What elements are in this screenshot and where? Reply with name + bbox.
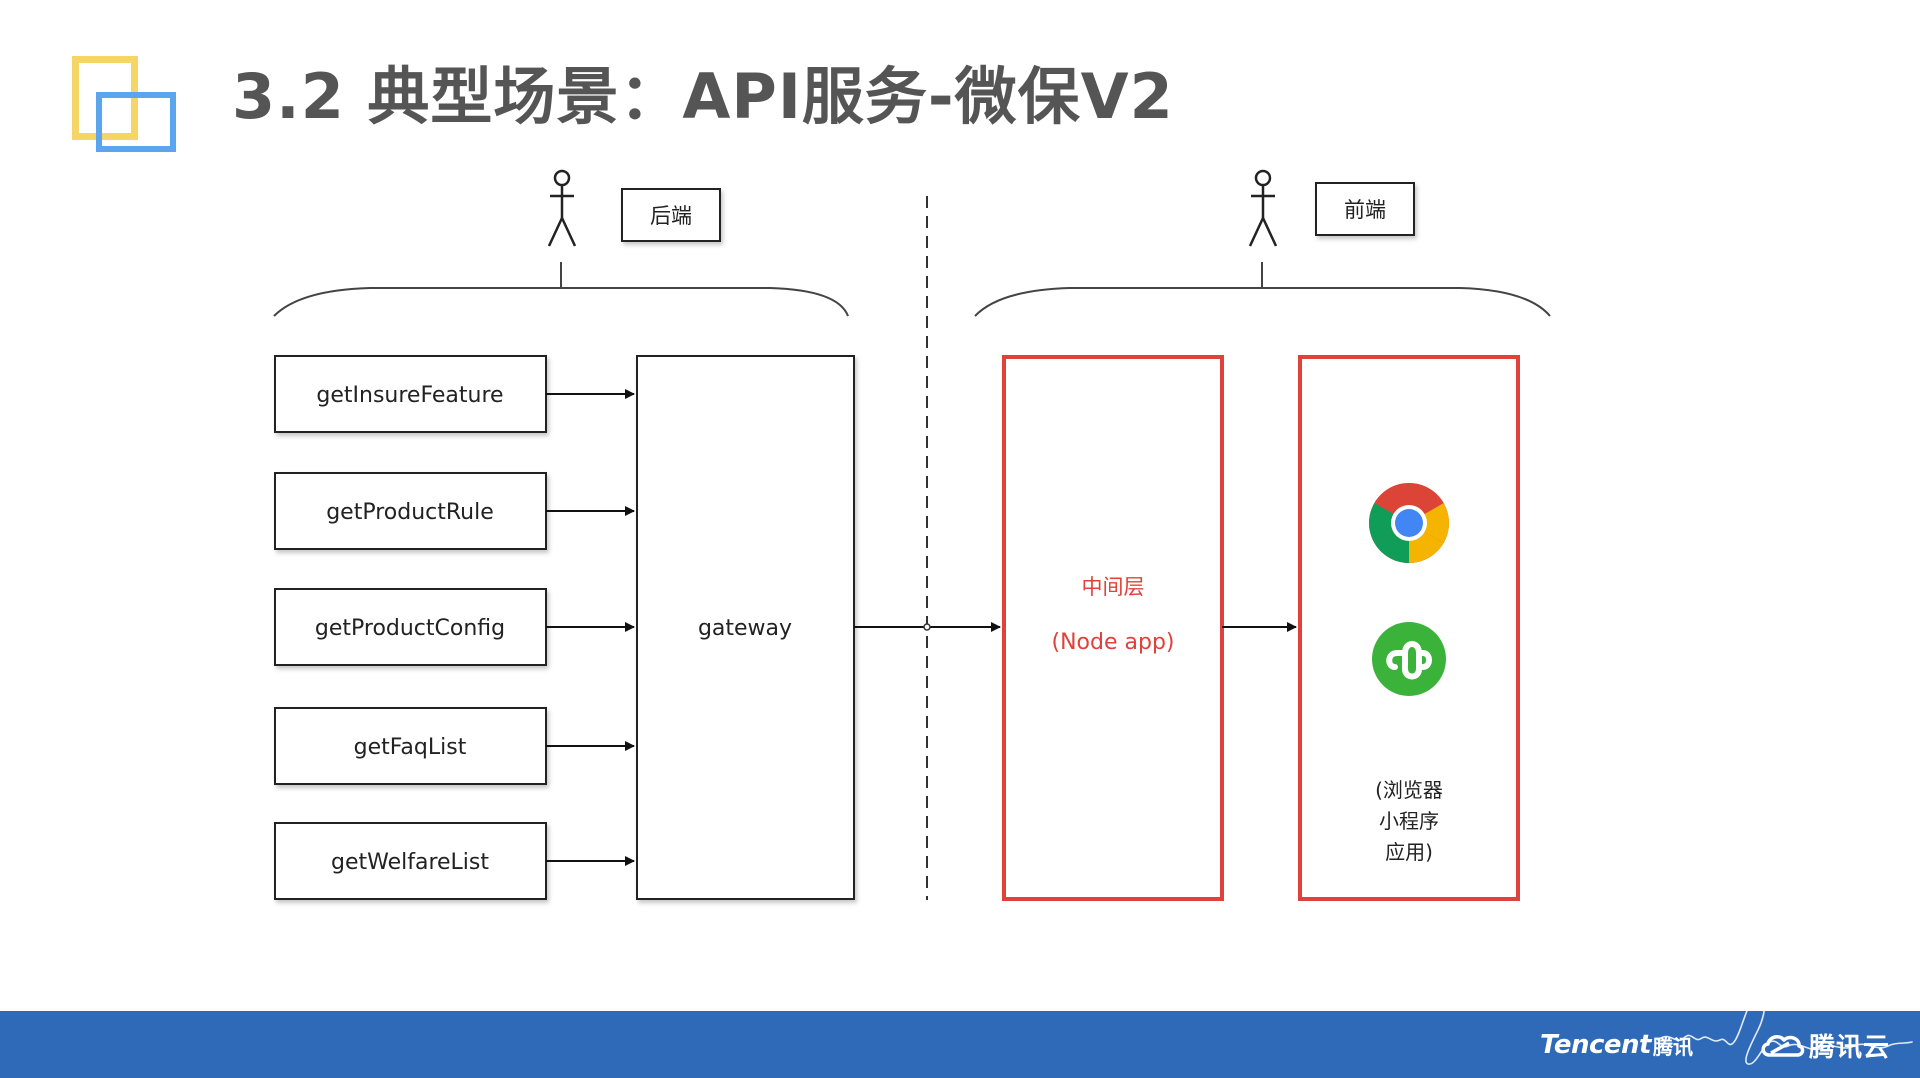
api-box-2: getProductConfig	[274, 588, 547, 666]
logo-blue-square	[96, 92, 176, 152]
client-line3: 应用)	[1385, 840, 1433, 864]
client-line2: 小程序	[1379, 809, 1439, 833]
api-label-3: getFaqList	[354, 735, 467, 760]
api-label-0: getInsureFeature	[316, 383, 503, 408]
frontend-brace	[974, 262, 1551, 317]
backend-actor-icon	[547, 169, 577, 247]
api-label-1: getProductRule	[326, 500, 494, 525]
footer-bar: Tencent 腾讯 腾讯云	[0, 1011, 1920, 1078]
api-arrows	[546, 389, 635, 866]
frontend-actor-icon	[1248, 169, 1278, 247]
api-label-4: getWelfareList	[331, 850, 489, 875]
backend-label: 后端	[650, 204, 692, 228]
logo-yellow-square	[72, 56, 138, 140]
middle-layer-box: 中间层 (Node app)	[1002, 355, 1224, 901]
chrome-icon	[1369, 483, 1449, 563]
page-title: 3.2 典型场景：API服务-微保V2	[232, 60, 1174, 133]
tencent-wordmark: Tencent	[1539, 1030, 1652, 1060]
footer-brand: Tencent 腾讯 腾讯云	[1540, 1023, 1890, 1067]
backend-brace	[273, 262, 849, 317]
crossing-dot	[923, 623, 931, 631]
middle-layer-line2: (Node app)	[1052, 630, 1175, 655]
tencent-cn-wordmark: 腾讯	[1652, 1034, 1693, 1059]
api-label-2: getProductConfig	[315, 616, 505, 641]
frontend-label: 前端	[1344, 198, 1386, 222]
mini-program-icon	[1372, 622, 1446, 696]
frontend-label-box: 前端	[1315, 182, 1415, 236]
gateway-box: gateway	[636, 355, 855, 900]
gateway-label: gateway	[698, 616, 792, 641]
tencent-cloud-cn: 腾讯云	[1808, 1032, 1890, 1063]
api-box-1: getProductRule	[274, 472, 547, 550]
api-box-0: getInsureFeature	[274, 355, 547, 433]
logo-icon	[72, 56, 182, 156]
client-line1: (浏览器	[1375, 778, 1443, 802]
client-box: (浏览器 小程序 应用)	[1298, 355, 1520, 901]
tencent-cloud-icon	[1761, 1035, 1805, 1057]
api-box-3: getFaqList	[274, 707, 547, 785]
backend-label-box: 后端	[621, 188, 721, 242]
middle-layer-line1: 中间层	[1082, 575, 1145, 599]
api-box-4: getWelfareList	[274, 822, 547, 900]
